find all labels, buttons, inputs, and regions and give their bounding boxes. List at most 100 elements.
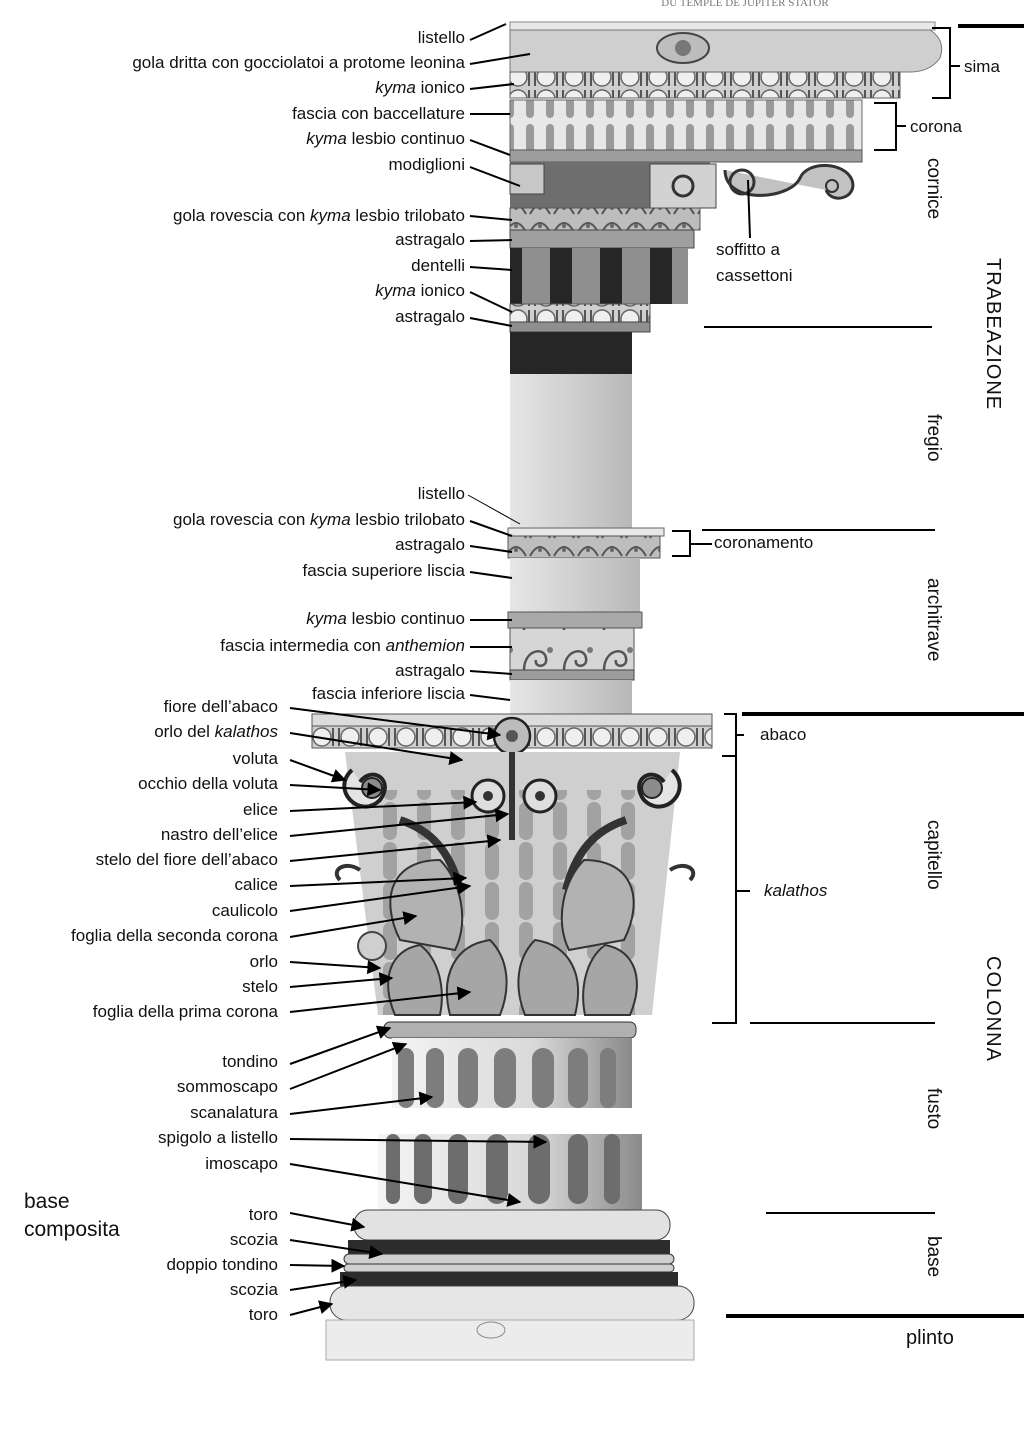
label-kyma-lesbio-continuo-1-part-1: lesbio continuo: [346, 129, 465, 148]
label-caulicolo-part-0: caulicolo: [211, 901, 278, 920]
label-astragalo-4: astragalo: [395, 661, 465, 681]
soffitto-line-2: cassettoni: [716, 266, 793, 285]
plate-caption: DU TEMPLE DE JUPITER STATOR: [661, 0, 829, 9]
label-listello-2-part-0: listello: [417, 484, 465, 503]
label-kyma-lesbio-continuo-1: kyma lesbio continuo: [306, 129, 465, 149]
label-coronamento: coronamento: [714, 533, 814, 552]
label-nastro-elice: nastro dell’elice: [161, 825, 278, 845]
label-foglia-seconda-part-0: foglia della seconda corona: [71, 926, 278, 945]
label-orlo-kalathos-part-0: orlo del: [154, 722, 215, 741]
label-foglia-seconda: foglia della seconda corona: [71, 926, 278, 946]
label-gola-rovescia-2-part-1: kyma: [310, 510, 351, 529]
label-cornice: cornice: [923, 158, 944, 220]
label-fascia-intermedia-part-1: anthemion: [385, 636, 465, 655]
label-tondino: tondino: [222, 1052, 278, 1072]
label-astragalo-2: astragalo: [395, 307, 465, 327]
label-listello-top-part-0: listello: [417, 28, 465, 47]
label-foglia-prima: foglia della prima corona: [93, 1002, 278, 1022]
label-occhio-voluta-part-0: occhio della voluta: [138, 774, 278, 793]
label-sommoscapo-part-0: sommoscapo: [176, 1077, 278, 1096]
label-toro-2: toro: [249, 1305, 278, 1325]
label-imoscapo: imoscapo: [205, 1154, 278, 1174]
label-nastro-elice-part-0: nastro dell’elice: [160, 825, 278, 844]
base-composita-title: base composita: [24, 1188, 120, 1244]
label-elice: elice: [243, 800, 278, 820]
label-calice: calice: [235, 875, 278, 895]
label-doppio-tondino: doppio tondino: [166, 1255, 278, 1275]
label-plinto: plinto: [906, 1327, 954, 1349]
label-soffitto: soffitto a cassettoni: [716, 240, 793, 286]
label-fascia-intermedia: fascia intermedia con anthemion: [220, 636, 465, 656]
label-caulicolo: caulicolo: [212, 901, 278, 921]
label-calice-part-0: calice: [234, 875, 278, 894]
label-voluta-part-0: voluta: [232, 749, 278, 768]
label-spigolo: spigolo a listello: [158, 1128, 278, 1148]
label-trabeazione: TRABEAZIONE: [982, 258, 1004, 411]
label-scanalatura-part-0: scanalatura: [190, 1103, 278, 1122]
base-title-line-2: composita: [24, 1218, 120, 1241]
label-kyma-ionico-1: kyma ionico: [375, 78, 465, 98]
label-toro-1-part-0: toro: [248, 1205, 278, 1224]
label-colonna: COLONNA: [982, 956, 1004, 1062]
label-scozia-1: scozia: [230, 1230, 278, 1250]
label-gola-rovescia-1: gola rovescia con kyma lesbio trilobato: [173, 206, 465, 226]
label-sima: sima: [964, 57, 1000, 76]
label-fascia-baccellature-part-0: fascia con baccellature: [292, 104, 465, 123]
label-stelo-part-0: stelo: [242, 977, 278, 996]
label-orlo: orlo: [250, 952, 278, 972]
label-corona: corona: [910, 117, 962, 136]
label-fiore-abaco-part-0: fiore dell’abaco: [163, 697, 278, 716]
label-gola-rovescia-2-part-0: gola rovescia con: [173, 510, 311, 529]
label-astragalo-1: astragalo: [395, 230, 465, 250]
label-fascia-inferiore: fascia inferiore liscia: [312, 684, 465, 704]
label-kyma-ionico-2-part-1: ionico: [415, 281, 465, 300]
label-astragalo-4-part-0: astragalo: [395, 661, 465, 680]
label-kyma-lesbio-continuo-2-part-1: lesbio continuo: [346, 609, 465, 628]
label-gola-rovescia-1-part-1: kyma: [310, 206, 351, 225]
label-sommoscapo: sommoscapo: [177, 1077, 278, 1097]
label-modiglioni-part-0: modiglioni: [388, 155, 465, 174]
label-fiore-abaco: fiore dell’abaco: [164, 697, 278, 717]
label-scozia-1-part-0: scozia: [229, 1230, 278, 1249]
label-kyma-ionico-1-part-0: kyma: [375, 78, 416, 97]
label-imoscapo-part-0: imoscapo: [205, 1154, 278, 1173]
label-astragalo-3: astragalo: [395, 535, 465, 555]
label-gola-rovescia-1-part-0: gola rovescia con: [173, 206, 311, 225]
label-fascia-superiore-part-0: fascia superiore liscia: [302, 561, 465, 580]
label-kyma-ionico-2: kyma ionico: [375, 281, 465, 301]
label-orlo-part-0: orlo: [249, 952, 278, 971]
label-spigolo-part-0: spigolo a listello: [157, 1128, 278, 1147]
label-scozia-2-part-0: scozia: [229, 1280, 278, 1299]
label-fascia-inferiore-part-0: fascia inferiore liscia: [311, 684, 465, 703]
label-kalathos: kalathos: [764, 881, 828, 900]
label-kyma-lesbio-continuo-2: kyma lesbio continuo: [306, 609, 465, 629]
label-abaco: abaco: [760, 725, 807, 744]
label-fascia-intermedia-part-0: fascia intermedia con: [220, 636, 386, 655]
label-astragalo-2-part-0: astragalo: [395, 307, 465, 326]
label-gola-rovescia-2-part-2: lesbio trilobato: [350, 510, 465, 529]
label-gola-dritta-part-0: gola dritta con gocciolatoi a protome le…: [132, 53, 465, 72]
label-doppio-tondino-part-0: doppio tondino: [166, 1255, 278, 1274]
label-gola-rovescia-2: gola rovescia con kyma lesbio trilobato: [173, 510, 465, 530]
label-foglia-prima-part-0: foglia della prima corona: [92, 1002, 278, 1021]
label-dentelli-part-0: dentelli: [411, 256, 465, 275]
label-scanalatura: scanalatura: [190, 1103, 278, 1123]
label-capitello: capitello: [923, 820, 944, 890]
label-astragalo-1-part-0: astragalo: [395, 230, 465, 249]
label-astragalo-3-part-0: astragalo: [395, 535, 465, 554]
label-orlo-kalathos-part-1: kalathos: [214, 722, 278, 741]
label-elice-part-0: elice: [243, 800, 278, 819]
soffitto-line-1: soffitto a: [716, 240, 780, 259]
label-scozia-2: scozia: [230, 1280, 278, 1300]
label-occhio-voluta: occhio della voluta: [138, 774, 278, 794]
label-fregio: fregio: [923, 414, 944, 462]
label-listello-top: listello: [418, 28, 465, 48]
label-dentelli: dentelli: [411, 256, 465, 276]
label-stelo-fiore-part-0: stelo del fiore dell’abaco: [95, 850, 278, 869]
label-tondino-part-0: tondino: [222, 1052, 278, 1071]
label-toro-2-part-0: toro: [248, 1305, 278, 1324]
label-listello-2: listello: [418, 484, 465, 504]
label-fascia-baccellature: fascia con baccellature: [292, 104, 465, 124]
